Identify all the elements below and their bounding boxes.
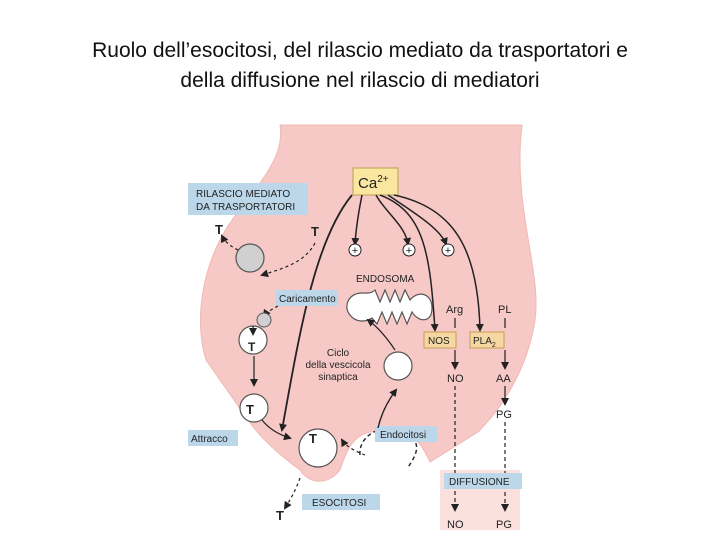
- endocytosis-box: [375, 426, 437, 442]
- docking-label: Attracco: [191, 434, 228, 445]
- pla2-sub: 2: [492, 342, 496, 349]
- transmitter-label-top-left: T: [215, 222, 223, 237]
- calcium-charge: 2+: [377, 174, 389, 185]
- loading-label: Caricamento: [279, 294, 336, 305]
- cycle-label-2: della vescicola: [305, 360, 370, 371]
- calcium-arrow-2: [375, 194, 412, 246]
- calcium-to-nos-arrow: [379, 194, 439, 332]
- released-no-label: NO: [447, 519, 464, 531]
- recycled-vesicle: [383, 351, 413, 381]
- plus-sign-1-text: +: [352, 245, 358, 257]
- calcium-symbol: Ca: [358, 175, 378, 192]
- nos-label: NOS: [428, 336, 450, 347]
- calcium-box: [352, 167, 399, 196]
- endosome-to-vesicle-arrow: [366, 318, 396, 351]
- vesicle-transit-arrow-2: [261, 419, 292, 441]
- loading-box: [276, 290, 338, 306]
- pla2-main: PLA: [473, 336, 492, 347]
- transport-release-box: [188, 183, 308, 215]
- diffusion-box: [444, 473, 522, 489]
- plus-sign-3: +: [441, 243, 455, 257]
- transmitter-label-top-right: T: [311, 224, 319, 239]
- pla2-label: PLA2: [473, 336, 496, 349]
- nos-box: [423, 331, 457, 349]
- cycle-label-1: Ciclo: [327, 348, 350, 359]
- arginine-label: Arg: [446, 304, 463, 316]
- transmitter-label-released: T: [276, 508, 284, 523]
- transport-uptake-arrow: [260, 242, 316, 278]
- endocytosis-return-arrow: [340, 438, 366, 456]
- transport-efflux-arrow: [221, 234, 239, 251]
- docking-box: [188, 430, 238, 446]
- released-pg-label: PG: [496, 519, 512, 531]
- slide-title: Ruolo dell’esocitosi, del rilascio media…: [0, 36, 720, 96]
- transport-release-label-2: DA TRASPORTATORI: [196, 202, 295, 213]
- plus-sign-2-text: +: [406, 245, 412, 257]
- transmitter-label-vesicle-1: T: [248, 340, 256, 354]
- transmitter-label-docked: T: [309, 431, 317, 446]
- plus-sign-2: +: [402, 243, 416, 257]
- transporter-vesicle: [235, 243, 265, 273]
- endocytosis-arrow: [377, 388, 398, 429]
- exocytosis-label: ESOCITOSI: [312, 498, 366, 509]
- calcium-arrow-1: [351, 194, 363, 246]
- pla2-box: [469, 331, 505, 349]
- exocytosis-box: [302, 494, 380, 510]
- mobilised-vesicle: [239, 393, 269, 423]
- calcium-arrow-3: [387, 194, 448, 246]
- plus-sign-1: +: [348, 243, 362, 257]
- plus-sign-3-text: +: [445, 245, 451, 257]
- exocytosis-arrow: [283, 477, 301, 510]
- docked-vesicle: [298, 428, 338, 468]
- diffusion-label: DIFFUSIONE: [449, 477, 510, 488]
- loading-vesicle: [256, 312, 272, 328]
- transport-release-label-1: RILASCIO MEDIATO: [196, 189, 290, 200]
- transmitter-label-vesicle-2: T: [246, 402, 254, 417]
- arachidonic-acid-label: AA: [496, 373, 511, 385]
- nitric-oxide-label: NO: [447, 373, 464, 385]
- loading-arrow: [262, 305, 279, 318]
- calcium-ion: Ca2+: [358, 174, 389, 192]
- calcium-to-pla2-arrow: [393, 194, 484, 332]
- title-line-1: Ruolo dell’esocitosi, del rilascio media…: [92, 39, 628, 62]
- phospholipid-label: PL: [498, 304, 511, 316]
- title-line-2: della diffusione nel rilascio di mediato…: [180, 69, 540, 92]
- endosome-label: ENDOSOMA: [356, 274, 415, 285]
- prostaglandin-label: PG: [496, 409, 512, 421]
- cycle-label-3: sinaptica: [318, 372, 358, 383]
- endosome: [346, 288, 433, 326]
- endocytosis-label: Endocitosi: [380, 430, 426, 441]
